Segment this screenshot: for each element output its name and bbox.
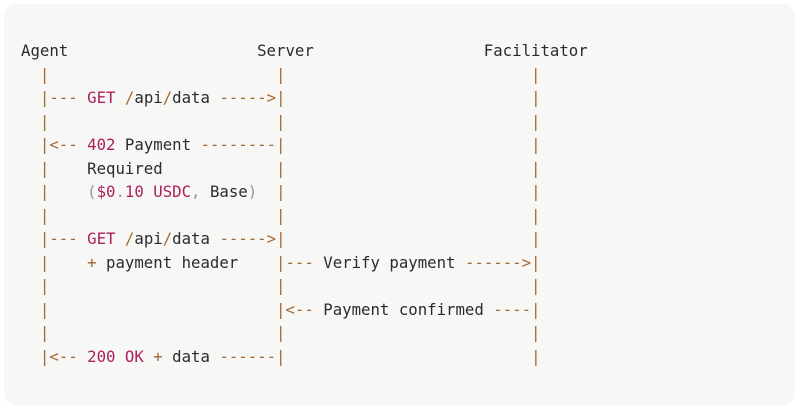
operator-token: |---: [21, 229, 88, 248]
operator-token: |: [276, 158, 286, 178]
operator-token: |: [531, 158, 541, 178]
text-token: Payment: [115, 135, 201, 154]
keyword-token: 402: [87, 135, 116, 154]
text-token: data: [162, 346, 220, 366]
keyword-token: USDC: [153, 182, 192, 201]
operator-token: ----->|: [219, 229, 286, 248]
keyword-token: OK: [124, 346, 144, 366]
operator-token: | | |: [21, 64, 541, 84]
text-token: Agent Server Facilitator: [21, 41, 588, 60]
operator-token: |: [531, 182, 541, 201]
text-token: Verify payment: [323, 252, 465, 272]
text-token: [115, 88, 124, 107]
text-token: [144, 347, 153, 366]
text-token: [257, 182, 276, 201]
text-token: api: [134, 229, 163, 248]
text-token: [144, 182, 153, 201]
operator-token: ----|: [493, 299, 541, 319]
text-token: [210, 88, 219, 107]
operator-token: |: [21, 158, 50, 178]
punctuation-token: (: [87, 182, 97, 201]
operator-token: | | |: [21, 111, 541, 131]
text-token: payment header: [96, 252, 277, 272]
operator-token: |: [531, 135, 541, 154]
punctuation-token: .: [115, 182, 125, 201]
punctuation-token: ,: [191, 182, 201, 201]
operator-token: |: [531, 346, 541, 366]
operator-token: |: [21, 182, 50, 201]
text-token: api: [134, 88, 163, 107]
text-token: [286, 135, 532, 154]
text-token: [49, 300, 276, 319]
text-token: Payment confirmed: [323, 299, 494, 319]
text-token: data: [172, 229, 210, 248]
operator-token: |<--: [21, 346, 88, 366]
text-token: Required: [49, 158, 277, 178]
operator-token: |: [21, 252, 50, 272]
operator-token: |: [531, 229, 541, 248]
operator-token: |---: [276, 252, 324, 272]
operator-token: |: [276, 182, 286, 201]
operator-token: ------>|: [464, 252, 541, 272]
text-token: data: [172, 88, 210, 107]
text-token: [286, 88, 532, 107]
operator-token: /: [124, 229, 135, 248]
operator-token: +: [87, 252, 97, 272]
operator-token: | | |: [21, 205, 541, 225]
text-token: [115, 347, 124, 366]
operator-token: /: [162, 229, 173, 248]
operator-token: ------|: [219, 346, 286, 366]
code-block-card: Agent Server Facilitator | | | |--- GET …: [4, 4, 795, 405]
punctuation-token: ): [247, 182, 258, 201]
operator-token: | | |: [21, 323, 541, 342]
text-token: [286, 182, 532, 201]
operator-token: |: [531, 88, 541, 107]
keyword-token: GET: [87, 229, 116, 248]
text-token: [285, 159, 531, 178]
ascii-sequence-diagram: Agent Server Facilitator | | | |--- GET …: [4, 4, 795, 368]
text-token: [210, 229, 219, 248]
text-token: [286, 229, 532, 248]
operator-token: +: [153, 346, 163, 366]
text-token: [49, 182, 87, 201]
keyword-token: GET: [87, 88, 116, 107]
operator-token: |<--: [276, 299, 324, 319]
operator-token: /: [124, 88, 135, 107]
text-token: [115, 229, 124, 248]
text-token: Base: [200, 182, 248, 201]
operator-token: --------|: [200, 135, 286, 154]
operator-token: ----->|: [219, 88, 286, 107]
keyword-token: 10: [124, 182, 144, 201]
operator-token: | | |: [21, 276, 541, 295]
text-token: [286, 347, 532, 366]
text-token: [49, 253, 87, 272]
operator-token: /: [162, 88, 173, 107]
keyword-token: 200: [87, 346, 116, 366]
operator-token: |---: [21, 88, 88, 107]
keyword-token: $0: [96, 182, 116, 201]
operator-token: |: [21, 299, 50, 319]
operator-token: |<--: [21, 135, 88, 154]
